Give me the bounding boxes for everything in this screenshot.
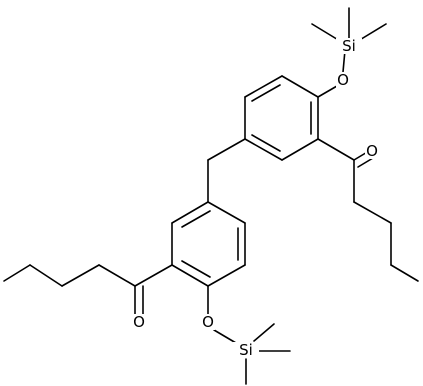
atom-o-carbonyl-upper: O — [365, 142, 379, 160]
bond-ring-carbonyl-lower — [134, 264, 173, 287]
atom-o-ether-upper: O — [336, 71, 350, 89]
bond-chain-lower-1 — [98, 264, 136, 287]
atom-si-upper: Si — [336, 37, 362, 55]
bond-ring-upper-inner-2 — [251, 134, 281, 152]
atom-label-o-ether-upper: O — [337, 71, 349, 89]
bond-o-ring-upper — [317, 85, 338, 98]
atom-label-o-carbonyl-lower: O — [133, 313, 145, 331]
atom-labels: Si O O O O Si — [132, 37, 379, 359]
bond-ring-upper-5 — [281, 138, 319, 161]
bond-ring-lower-6 — [171, 201, 209, 224]
bond-ring-lower-3 — [207, 264, 246, 287]
bond-si-methyl-left — [311, 23, 341, 42]
bond-o-si-lower — [213, 329, 237, 344]
atom-o-carbonyl-lower: O — [132, 313, 146, 331]
bond-chain-lower-2 — [61, 264, 100, 287]
bond-si-methyl-lower-up — [253, 323, 275, 342]
bond-ring-lower-inner-2 — [181, 260, 211, 278]
bond-chain-lower-3 — [29, 264, 63, 287]
bond-si-methyl-right — [357, 23, 387, 42]
bond-ring-lower-4 — [171, 264, 209, 287]
atom-label-si-lower: Si — [239, 341, 253, 359]
bond-lines — [3, 7, 419, 385]
bond-ring-upper-1 — [281, 75, 319, 98]
bond-chain-upper-2 — [353, 201, 392, 224]
atom-o-ether-lower: O — [201, 313, 215, 331]
atom-label-o-ether-lower: O — [202, 313, 214, 331]
bond-ring-carbonyl-upper — [317, 138, 355, 161]
bond-ring-upper-4 — [244, 138, 283, 161]
bond-chain-lower-4 — [3, 264, 31, 282]
atom-label-o-carbonyl-upper: O — [366, 142, 378, 160]
bond-ring-upper-inner-1 — [251, 84, 281, 102]
bond-ring-lower-1 — [207, 201, 246, 224]
bond-carbonyl-upper-b — [357, 157, 374, 168]
atom-label-si-upper: Si — [342, 37, 356, 55]
atom-si-lower: Si — [233, 341, 259, 359]
bond-chain-upper-4 — [390, 264, 419, 282]
bond-ring-upper-2 — [244, 75, 283, 98]
bond-bridge-1 — [207, 138, 246, 161]
bond-ring-lower-inner-3 — [181, 210, 211, 228]
